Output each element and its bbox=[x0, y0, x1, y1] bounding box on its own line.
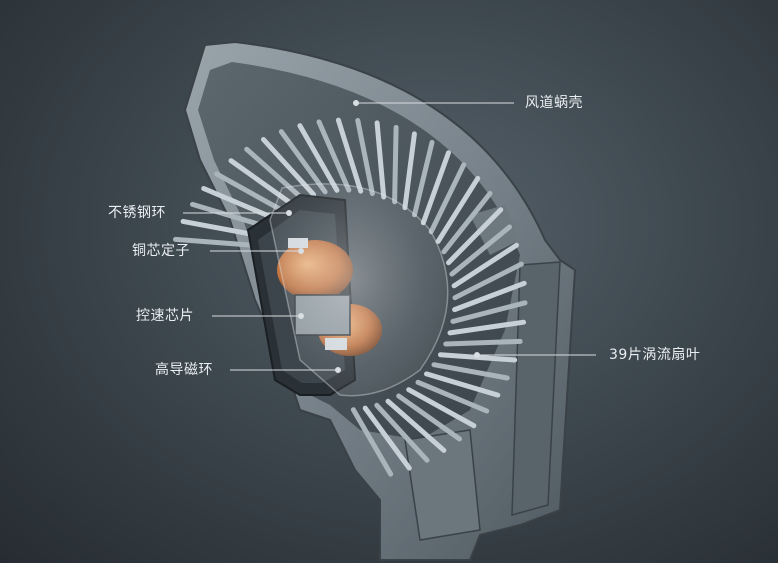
impeller-blade bbox=[362, 405, 412, 471]
impeller-blade bbox=[450, 300, 528, 324]
impeller-blade bbox=[374, 120, 387, 200]
impeller-blade bbox=[214, 171, 285, 213]
impeller-blade bbox=[443, 338, 523, 347]
impeller-blade bbox=[449, 224, 512, 277]
impeller-blade bbox=[385, 398, 447, 453]
impeller-blade bbox=[297, 123, 340, 193]
impeller-blade bbox=[402, 131, 417, 211]
impeller-blade bbox=[173, 236, 253, 248]
impeller-blade bbox=[190, 201, 267, 229]
label-copper-stator: 铜芯定子 bbox=[132, 243, 190, 259]
impeller-blade bbox=[452, 280, 527, 313]
impeller-blade bbox=[415, 379, 490, 414]
impeller-blade bbox=[374, 402, 430, 463]
impeller-blade bbox=[278, 129, 328, 195]
label-stainless-ring: 不锈钢环 bbox=[108, 205, 166, 221]
impeller-blade bbox=[335, 117, 364, 194]
impeller-blade bbox=[350, 407, 394, 477]
impeller-blade bbox=[180, 218, 259, 238]
impeller-blade bbox=[435, 175, 481, 244]
label-magnetic-ring: 高导磁环 bbox=[155, 362, 213, 378]
impeller-blade bbox=[447, 319, 527, 336]
impeller-blade bbox=[441, 190, 493, 255]
label-volute-housing: 风道蜗壳 bbox=[525, 95, 583, 111]
impeller-blade bbox=[428, 162, 467, 235]
clear-cover bbox=[269, 183, 449, 397]
impeller-blade bbox=[452, 261, 524, 301]
impeller-blade bbox=[420, 150, 451, 226]
impeller-blade bbox=[396, 393, 462, 442]
label-impeller: 39片涡流扇叶 bbox=[609, 347, 701, 363]
impeller-blade bbox=[316, 119, 352, 193]
label-speed-control-chip: 控速芯片 bbox=[136, 308, 194, 324]
impeller-blade bbox=[431, 362, 510, 381]
callout-lines bbox=[183, 100, 596, 373]
impeller-blade bbox=[392, 124, 399, 205]
impeller-blade bbox=[406, 387, 477, 429]
impeller-blade bbox=[424, 371, 501, 398]
impeller-blade bbox=[412, 139, 435, 218]
impeller-blade bbox=[446, 207, 504, 266]
impeller-blade bbox=[451, 242, 519, 289]
impeller-blade bbox=[355, 118, 375, 196]
